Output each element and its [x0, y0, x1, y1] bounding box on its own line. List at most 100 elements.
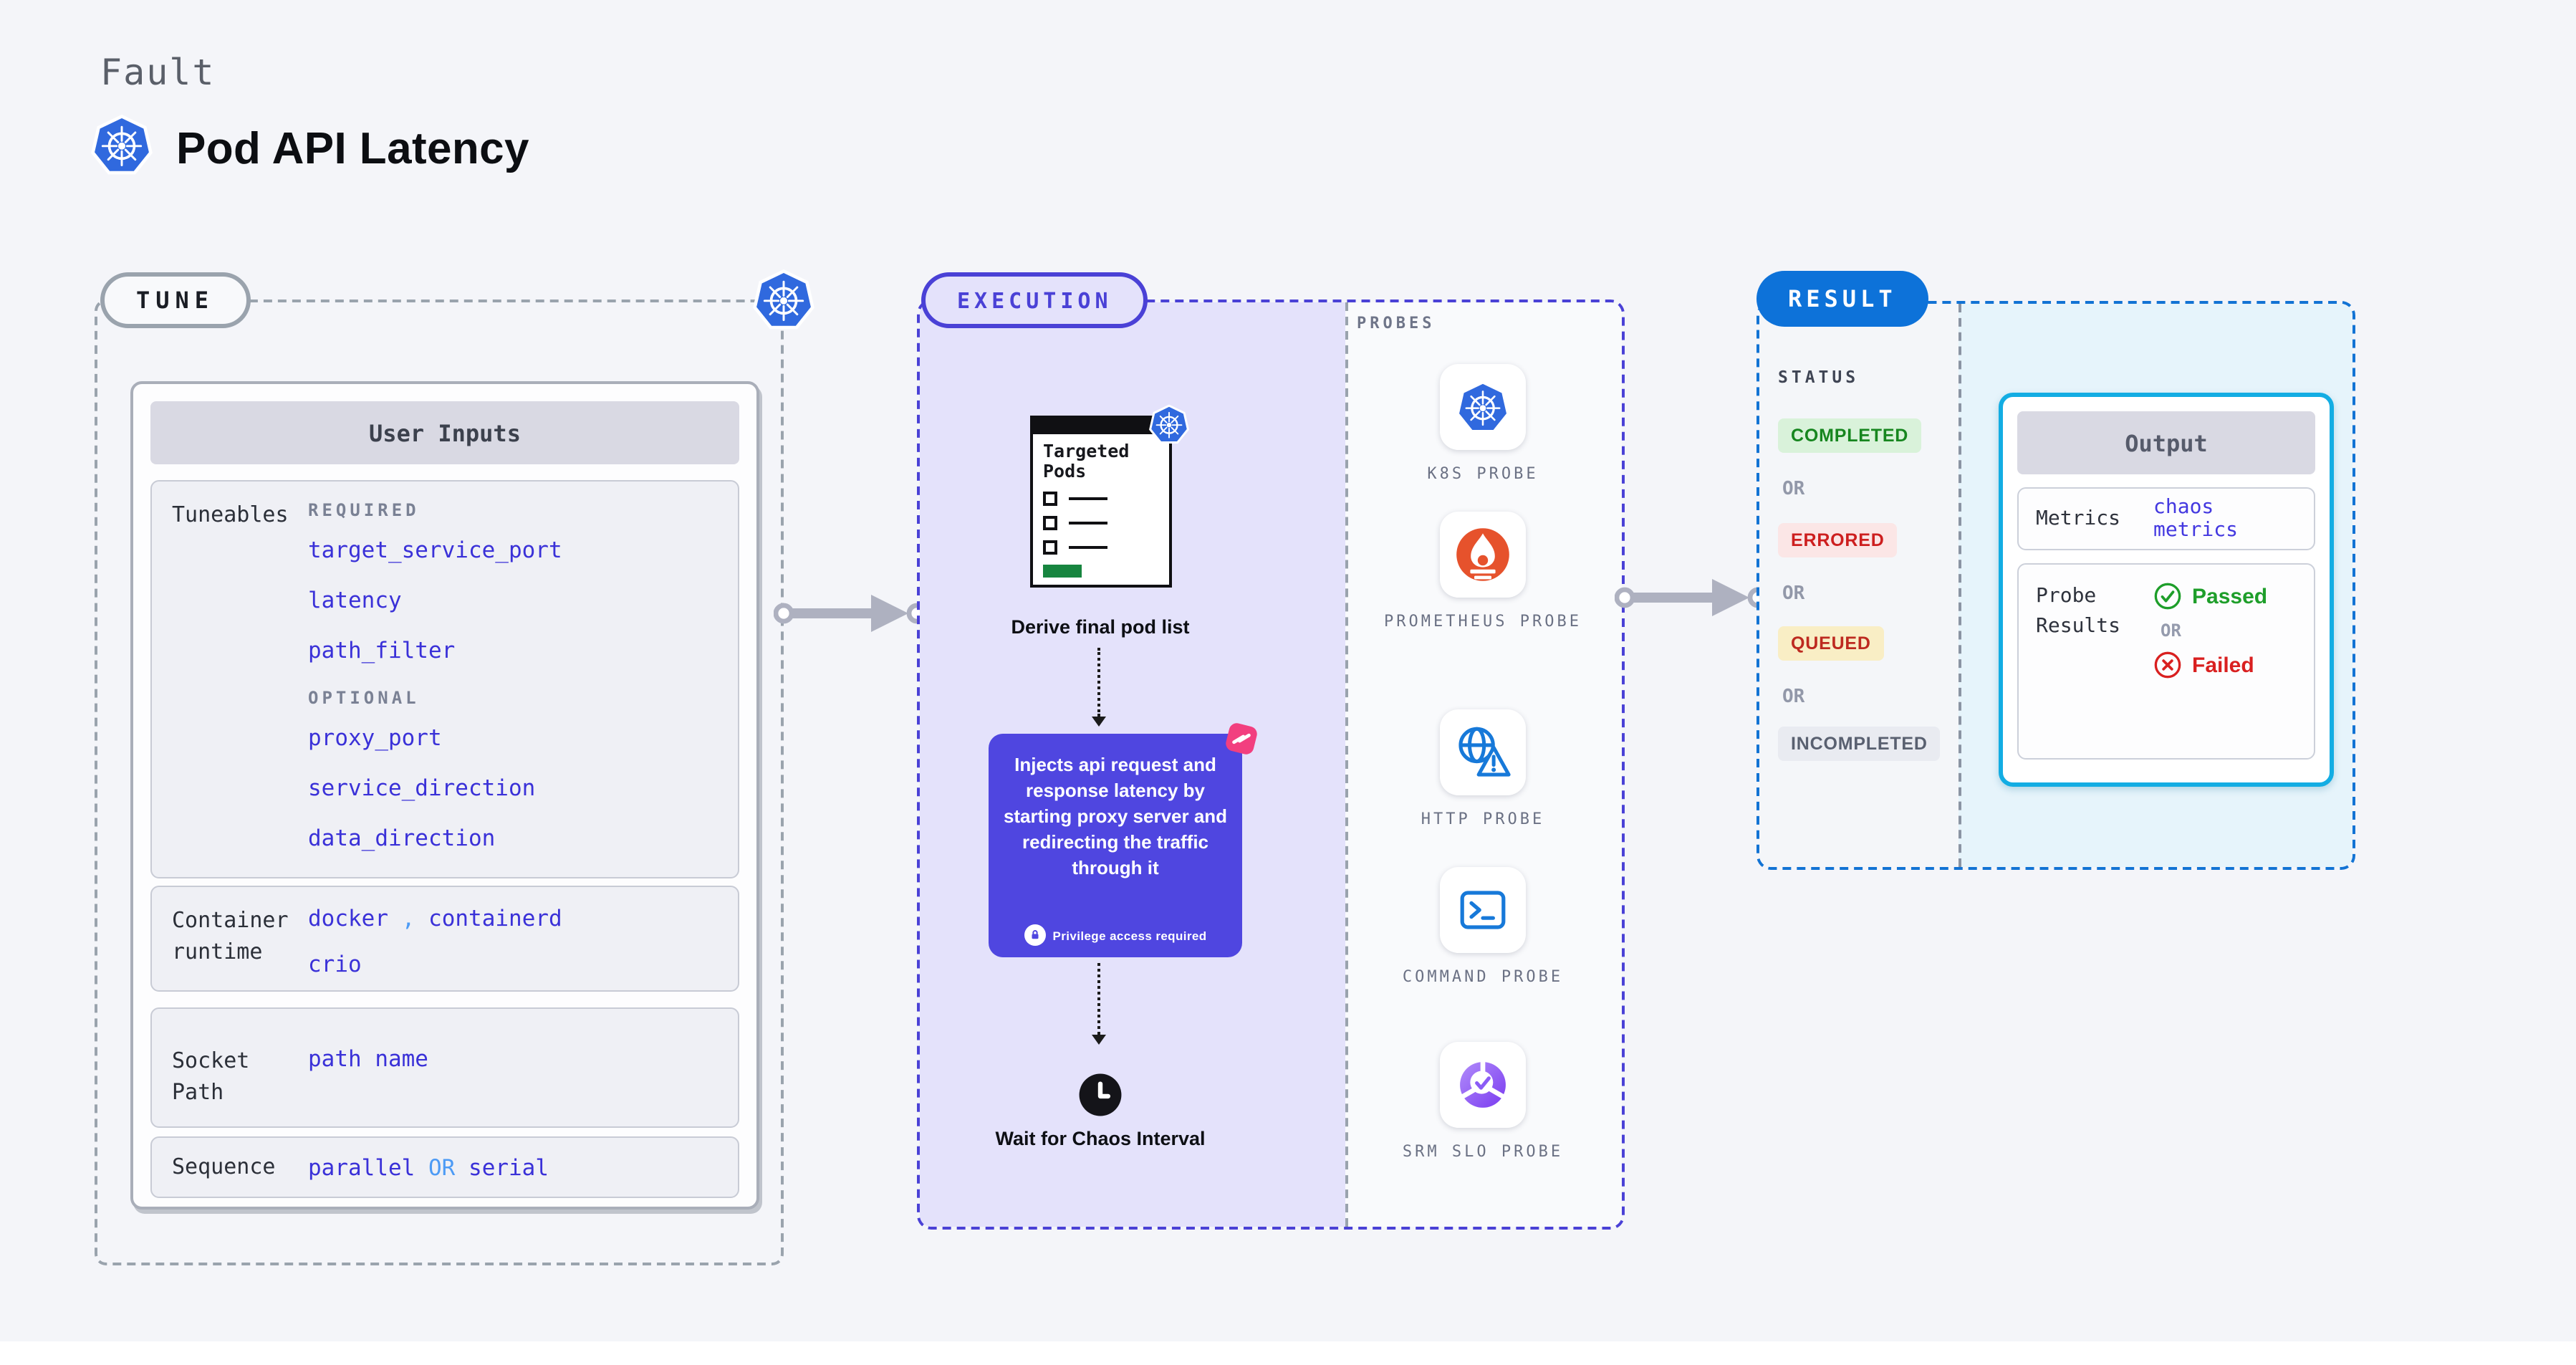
metrics-row: Metrics chaos metrics: [2017, 487, 2315, 550]
runtime-separator: ,: [401, 906, 415, 931]
tuneable-optional-item: service_direction: [308, 775, 536, 801]
tuneables-label: Tuneables: [172, 502, 289, 527]
passed-row: Passed: [2153, 582, 2267, 610]
clock-icon: [1077, 1072, 1123, 1118]
flow-arrow-tune-to-execution: [774, 592, 927, 635]
sequence-option: parallel: [308, 1154, 415, 1180]
flow-connector: [1097, 648, 1100, 717]
probe-item: HTTP PROBE: [1383, 709, 1583, 832]
flow-connector: [1097, 963, 1100, 1035]
optional-group-label: OPTIONAL: [308, 688, 420, 708]
status-title: STATUS: [1778, 367, 1860, 387]
arrow-down-icon: [1092, 1035, 1106, 1045]
status-badge-errored: ERRORED: [1778, 523, 1898, 557]
probe-results-row: Probe Results Passed OR Failed: [2017, 563, 2315, 760]
probe-item: COMMAND PROBE: [1383, 867, 1583, 990]
inject-note-text: Injects api request and response latency…: [1003, 754, 1228, 878]
http-globe-warning-icon: [1453, 722, 1513, 782]
pod-line: [1069, 497, 1107, 500]
probe-results-label: Probe Results: [2036, 585, 2121, 638]
container-runtime-label: Container runtime: [172, 907, 289, 964]
bottom-strip: [0, 1341, 2576, 1365]
tuneable-required-item: path_filter: [308, 638, 456, 664]
targeted-pods-titlebar: [1033, 418, 1169, 434]
sequence-label: Sequence: [172, 1153, 276, 1179]
checkbox-icon: [1043, 540, 1057, 555]
status-or-label: OR: [1782, 583, 1805, 605]
socket-path-value: path name: [308, 1046, 428, 1072]
runtime-value: crio: [308, 952, 362, 977]
pod-list-item: [1043, 491, 1169, 506]
kubernetes-icon: [1148, 403, 1191, 446]
status-zone: [1759, 304, 1959, 867]
tuneable-optional-item: proxy_port: [308, 725, 442, 751]
socket-path-row: Socket Path path name: [150, 1007, 739, 1128]
failed-row: Failed: [2153, 651, 2267, 679]
targeted-pods-box: Targeted Pods: [1030, 416, 1172, 588]
failed-label: Failed: [2192, 653, 2254, 677]
pod-line: [1069, 521, 1107, 525]
lock-icon: [1024, 924, 1046, 946]
prometheus-icon: [1454, 526, 1512, 583]
derive-pod-list-label: Derive final pod list: [1011, 616, 1190, 638]
container-runtime-row: Container runtime docker , containerd cr…: [150, 886, 739, 992]
probe-label: K8S PROBE: [1427, 464, 1539, 483]
checkbox-icon: [1043, 491, 1057, 506]
progress-bar: [1043, 564, 1082, 578]
runtime-value: containerd: [428, 906, 562, 931]
tuneable-optional-item: data_direction: [308, 825, 496, 851]
user-inputs-card: User Inputs Tuneables REQUIRED target_se…: [130, 381, 759, 1210]
probe-icon-card: [1440, 512, 1526, 598]
slo-donut-check-icon: [1453, 1055, 1513, 1115]
output-title: Output: [2017, 411, 2315, 474]
sequence-or: OR: [428, 1154, 456, 1180]
status-or-label: OR: [1782, 686, 1805, 708]
probe-icon-card: [1440, 364, 1526, 450]
required-group-label: REQUIRED: [308, 500, 420, 520]
wait-chaos-interval-label: Wait for Chaos Interval: [995, 1128, 1206, 1149]
probe-label: PROMETHEUS PROBE: [1384, 612, 1582, 631]
x-circle-icon: [2154, 651, 2181, 679]
probe-icon-card: [1440, 1042, 1526, 1128]
terminal-icon: [1454, 881, 1512, 939]
output-card: Output Metrics chaos metrics Probe Resul…: [1999, 393, 2334, 787]
socket-path-label: Socket Path: [172, 1048, 250, 1105]
status-or-label: OR: [1782, 479, 1805, 500]
status-badge-completed: COMPLETED: [1778, 418, 1922, 453]
check-circle-icon: [2154, 583, 2181, 610]
probes-title: PROBES: [1357, 314, 1436, 332]
page-title: Pod API Latency: [176, 123, 529, 173]
tuneable-required-item: target_service_port: [308, 537, 562, 563]
probe-item: K8S PROBE: [1383, 364, 1583, 487]
pod-list-item: [1043, 540, 1169, 555]
metrics-label: Metrics: [2036, 507, 2121, 530]
status-badge-queued: QUEUED: [1778, 626, 1884, 661]
pod-line: [1069, 545, 1107, 549]
probe-item: PROMETHEUS PROBE: [1383, 512, 1583, 634]
metrics-value: chaos metrics: [2153, 496, 2239, 542]
status-badge-incompleted: INCOMPLETED: [1778, 727, 1941, 761]
result-or-label: OR: [2161, 621, 2181, 641]
probe-item: SRM SLO PROBE: [1383, 1042, 1583, 1164]
probe-icon-card: [1440, 867, 1526, 953]
passed-label: Passed: [2192, 584, 2268, 608]
sequence-option: serial: [468, 1154, 549, 1180]
tune-section: [95, 300, 784, 1265]
tune-section-pill: TUNE: [100, 272, 251, 328]
sequence-row: Sequence parallel OR serial: [150, 1136, 739, 1198]
probe-icon-card: [1440, 709, 1526, 795]
kubernetes-icon: [89, 112, 155, 178]
privilege-label: Privilege access required: [1052, 928, 1207, 942]
tuneable-required-item: latency: [308, 588, 402, 613]
kubernetes-icon: [1454, 378, 1512, 436]
chaos-icon: [1226, 723, 1257, 755]
arrow-down-icon: [1092, 717, 1106, 727]
flow-arrow-execution-to-result: [1615, 576, 1768, 619]
checkbox-icon: [1043, 515, 1057, 530]
inject-latency-note: Injects api request and response latency…: [989, 734, 1242, 957]
targeted-pods-title: Targeted Pods: [1043, 440, 1130, 482]
user-inputs-title: User Inputs: [150, 401, 739, 464]
kubernetes-icon: [751, 267, 817, 332]
probe-label: COMMAND PROBE: [1402, 967, 1564, 986]
